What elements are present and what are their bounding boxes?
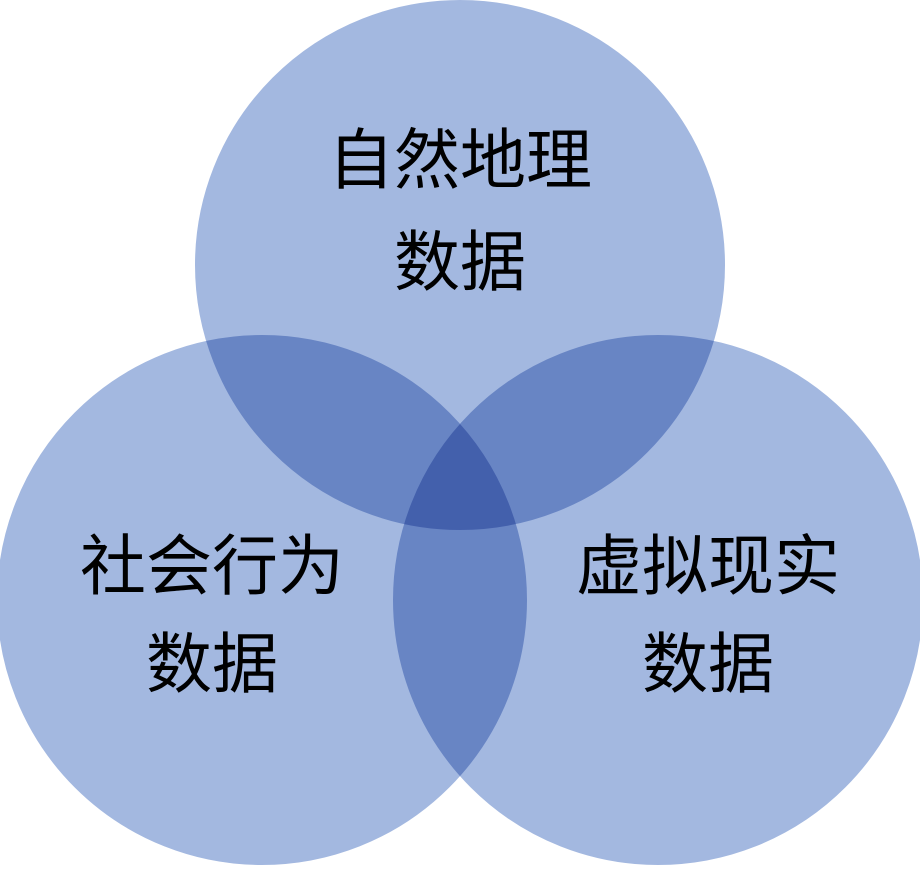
- circle-virtual-reality: [391, 333, 920, 867]
- venn-labels: 自然地理 数据 社会行为 数据 虚拟现实 数据: [80, 122, 840, 703]
- label-left-line2: 数据: [146, 626, 278, 703]
- label-top-line1: 自然地理: [328, 122, 592, 199]
- label-left-line1: 社会行为: [80, 528, 344, 605]
- label-right-line2: 数据: [642, 626, 774, 703]
- label-right-line1: 虚拟现实: [576, 528, 840, 605]
- label-top-line2: 数据: [394, 224, 526, 301]
